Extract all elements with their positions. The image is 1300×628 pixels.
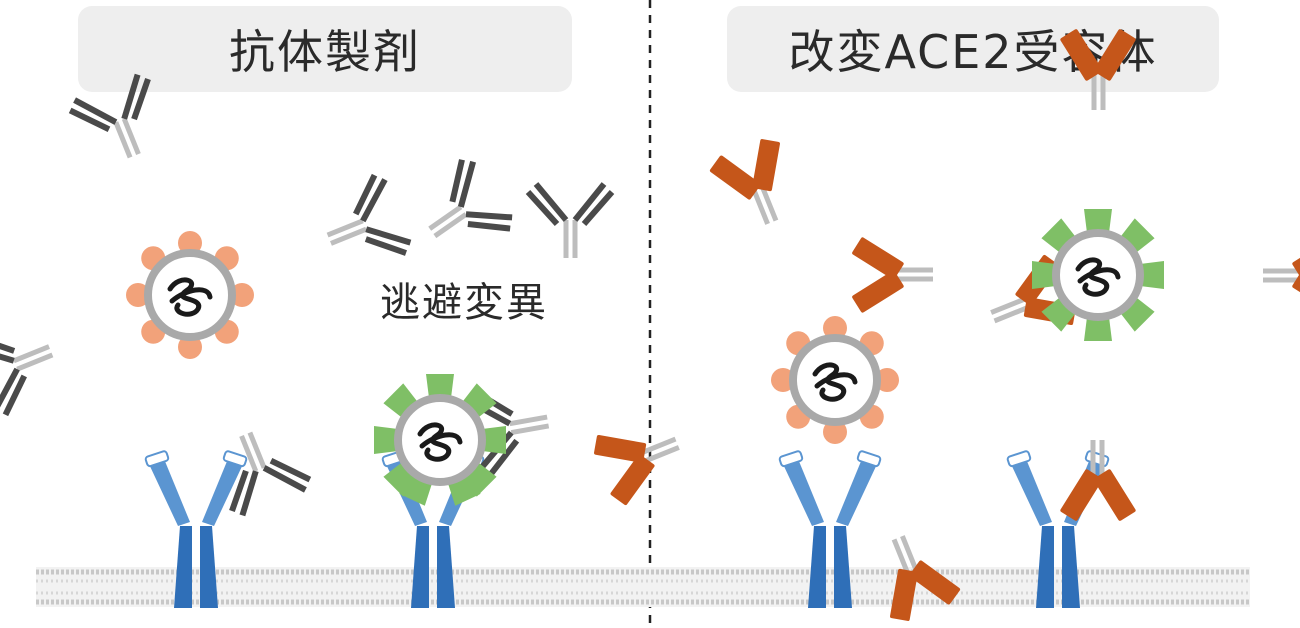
virus-blocked-by-decoy-2 [851, 28, 1300, 521]
free-antibody-1 [408, 155, 517, 266]
free-antibody-2 [528, 184, 612, 258]
escape-variant-label: 逃避変異 [380, 280, 548, 326]
escape-variant-virus [372, 372, 508, 508]
virus-neutralized-by-antibodies [0, 72, 413, 519]
panel-title-antibody-drug: 抗体製剤 [78, 6, 572, 92]
